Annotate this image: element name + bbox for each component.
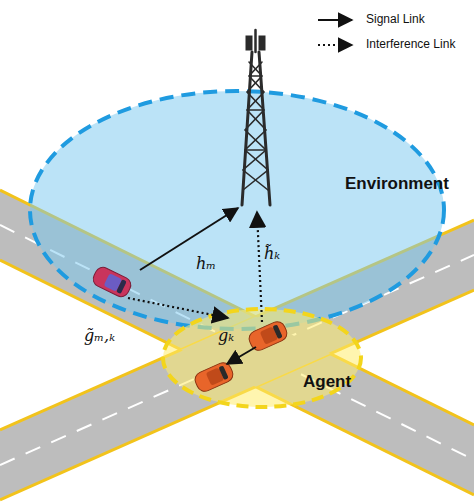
legend-text: Signal Link bbox=[366, 12, 425, 26]
channel-label: g̃ₘ,ₖ bbox=[84, 326, 115, 345]
signal-link bbox=[140, 208, 238, 270]
vehicle bbox=[91, 265, 134, 300]
legend-entry: Signal Link bbox=[312, 9, 472, 31]
interference-link bbox=[128, 298, 228, 318]
interference-link bbox=[257, 212, 262, 322]
legend-line bbox=[318, 44, 352, 46]
legend-sample bbox=[312, 9, 362, 31]
ellipse-outline bbox=[27, 88, 447, 332]
road-edge bbox=[0, 290, 474, 500]
region-label: Environment bbox=[345, 174, 449, 194]
ellipse-outline bbox=[160, 306, 364, 410]
cell-tower bbox=[242, 30, 270, 205]
signal-link bbox=[227, 347, 256, 364]
legend-text: Interference Link bbox=[366, 37, 455, 51]
legend-entry: Interference Link bbox=[312, 34, 472, 56]
region-label: Agent bbox=[303, 372, 351, 392]
legend-sample bbox=[312, 34, 362, 56]
vehicle bbox=[247, 319, 290, 353]
vehicle bbox=[193, 360, 236, 394]
ellipse-shape bbox=[30, 91, 444, 329]
region-ellipse: Environment bbox=[27, 88, 447, 332]
region-ellipse: Agent bbox=[160, 306, 364, 410]
legend-line bbox=[318, 19, 352, 21]
ellipse-shape bbox=[163, 309, 361, 407]
